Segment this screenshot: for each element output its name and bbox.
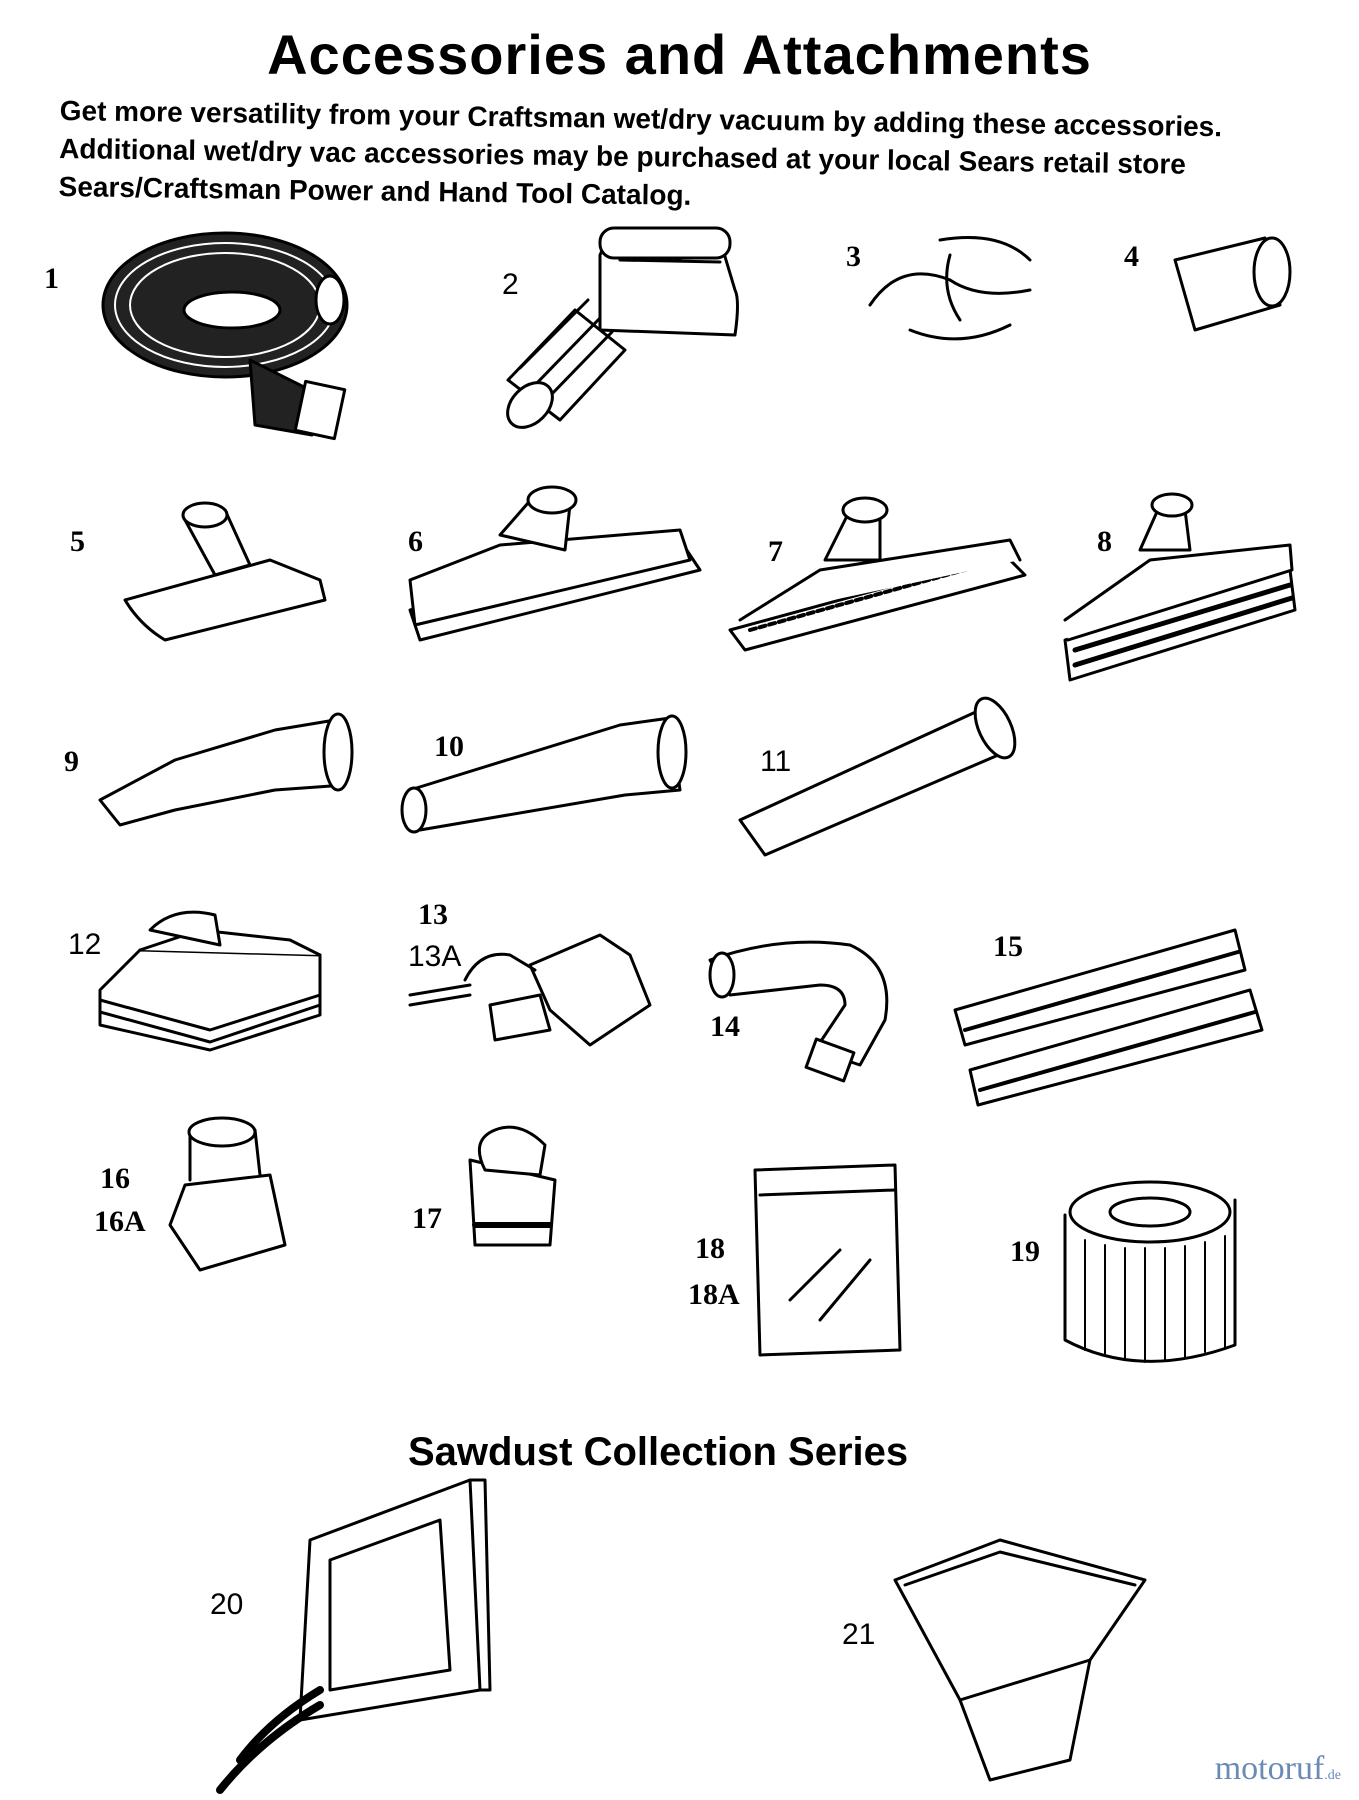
item-number: 5 (70, 525, 85, 558)
item-number: 14 (710, 1010, 740, 1043)
coiled-hose-icon (101, 231, 349, 441)
funnel-attachment-icon (408, 933, 652, 1047)
item-number: 17 (412, 1202, 442, 1235)
item-number: 6 (408, 525, 423, 558)
brush-nozzle-icon (1063, 492, 1297, 682)
item-number: 13 (418, 898, 448, 931)
crevice-tool-icon (98, 712, 354, 827)
item-number: 18A (688, 1278, 740, 1311)
item-number: 18 (695, 1232, 725, 1265)
item-number: 19 (1010, 1235, 1040, 1268)
item-number: 9 (64, 745, 79, 778)
tapered-wand-icon (400, 714, 688, 834)
item-number: 4 (1124, 240, 1139, 273)
item-number: 16A (94, 1205, 146, 1238)
watermark: motoruf.de (1215, 1750, 1341, 1788)
section-title: Sawdust Collection Series (408, 1430, 909, 1474)
item-number: 7 (768, 535, 783, 568)
handle-adapter-icon (506, 226, 739, 429)
item-number: 1 (44, 262, 59, 295)
curved-elbow-icon (708, 940, 889, 1083)
item-number: 21 (842, 1618, 876, 1651)
extension-wand-icon (738, 696, 1017, 857)
extension-wands-icon (953, 928, 1264, 1107)
item-number: 8 (1097, 525, 1112, 558)
item-number: 16 (100, 1162, 130, 1195)
item-number: 10 (434, 730, 464, 763)
floor-nozzle-icon (408, 485, 702, 642)
cartridge-filter-icon (1063, 1180, 1237, 1363)
item-number: 12 (68, 928, 102, 961)
item-number: 13A (408, 940, 462, 973)
page-title: Accessories and Attachments (267, 23, 1092, 86)
power-nozzle-icon (98, 910, 322, 1052)
funnel-hood-icon (893, 1538, 1147, 1782)
item-number: 3 (846, 240, 861, 273)
watermark-name: motoruf (1214, 1750, 1325, 1787)
dusting-brush-icon (468, 1125, 557, 1247)
squeegee-nozzle-icon (728, 496, 1027, 652)
item-number: 15 (993, 930, 1023, 963)
utility-nozzle-icon (123, 501, 327, 642)
item-number: 2 (502, 268, 519, 301)
filter-bag-icon (753, 1163, 902, 1357)
coupling-icon (1173, 236, 1292, 332)
watermark-tld: .de (1324, 1768, 1341, 1783)
dust-adapter-icon (168, 1116, 287, 1272)
item-number: 20 (210, 1588, 244, 1621)
sanding-hood-icon (216, 1478, 492, 1794)
hose-clips-icon (868, 236, 1032, 341)
item-number: 11 (760, 745, 792, 778)
